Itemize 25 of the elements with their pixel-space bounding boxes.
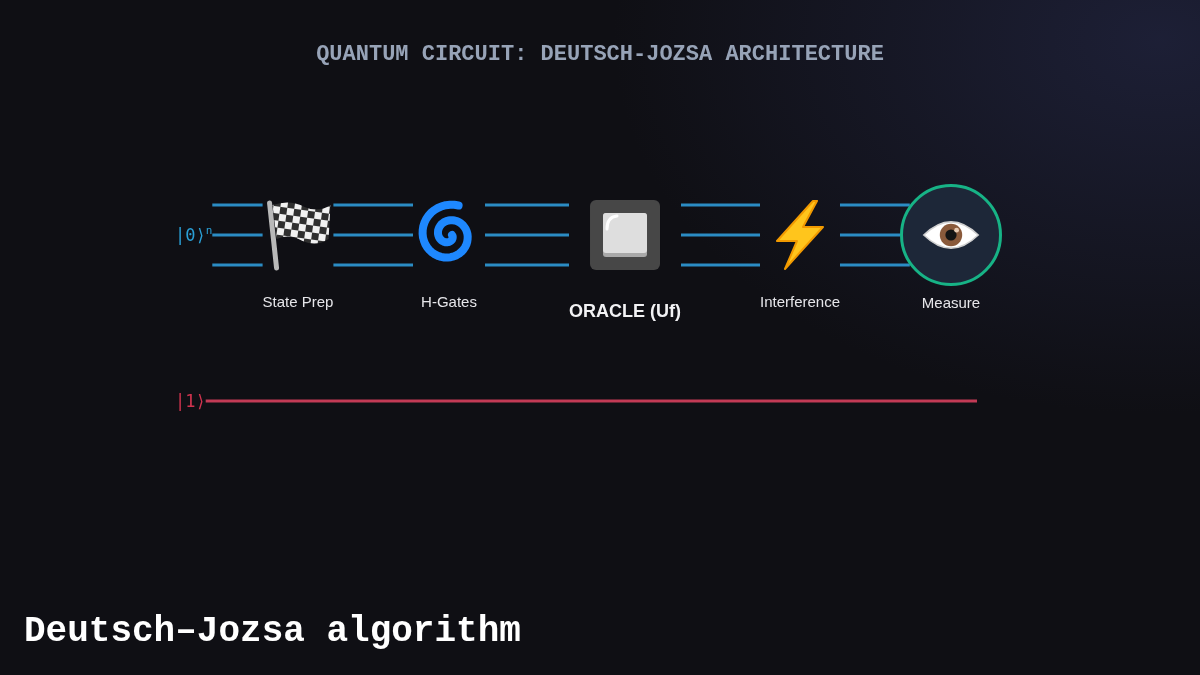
gate-label: H-Gates <box>421 293 477 311</box>
qubit-wire <box>485 263 569 267</box>
qubit-wire <box>212 233 263 237</box>
qubit-wire <box>333 203 413 207</box>
qubit-wire <box>212 203 263 207</box>
qubit-wire <box>333 233 413 237</box>
diagram-caption: Deutsch–Jozsa algorithm <box>24 610 521 654</box>
qubit-wire <box>840 233 900 237</box>
gate-label: ORACLE (Uf) <box>569 301 681 323</box>
qubit-wire <box>681 203 760 207</box>
qubit-wire <box>333 263 413 267</box>
qubit-wire <box>681 233 760 237</box>
qubit-wire <box>205 399 977 403</box>
qubit-register-label: |0⟩$^{n}$ <box>175 224 213 246</box>
qubit-register-label: |1⟩ <box>175 390 206 412</box>
qubit-wire <box>485 233 569 237</box>
gate-label: Interference <box>760 293 840 311</box>
qubit-wire <box>212 263 263 267</box>
gate-label: State Prep <box>262 293 334 311</box>
qubit-wire <box>681 263 760 267</box>
gate-label: Measure <box>921 294 981 312</box>
qubit-wire <box>840 203 910 207</box>
qubit-wire <box>840 263 910 267</box>
qubit-wire <box>485 203 569 207</box>
diagram-title: QUANTUM CIRCUIT: DEUTSCH-JOZSA ARCHITECTURE <box>316 42 884 69</box>
